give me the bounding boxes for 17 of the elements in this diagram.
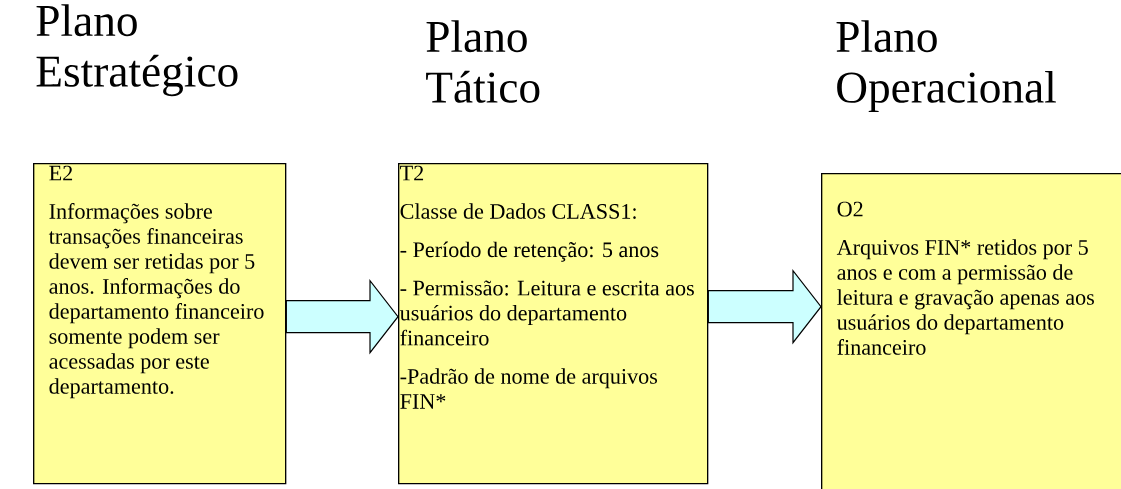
text-box: [33, 163, 287, 485]
box-text: Arquivos FIN* retidos por 5 anos e com a permissão de leitura e gravação apenas aos usuários do departamento financeiro: [836, 239, 1094, 355]
block-arrow: [707, 268, 822, 345]
block-arrow: [285, 278, 399, 355]
box-text: Informações sobre transações financeiras devem ser retidas por 5 anos. Informações do departamento financeiro somente podem ser acessadas por este departamento.: [48, 203, 264, 399]
column-heading: Plano Operacional: [836, 20, 1056, 113]
text-box: [398, 163, 709, 485]
box-text: - Permissão: Leitura e escrita aos usuários do departamento financeiro: [399, 280, 694, 346]
box-text: T2: [400, 165, 424, 181]
column-heading: Plano Tático: [426, 20, 540, 103]
text-box: [821, 173, 1121, 489]
box-text: - Período de retenção: 5 anos: [400, 241, 659, 262]
box-text: -Padrão de nome de arquivos FIN*: [400, 368, 658, 409]
column-heading: Plano Estratégico: [36, 4, 238, 97]
box-text: Classe de Dados CLASS1:: [400, 203, 636, 219]
box-text: O2: [837, 201, 863, 217]
box-text: E2: [49, 165, 73, 181]
